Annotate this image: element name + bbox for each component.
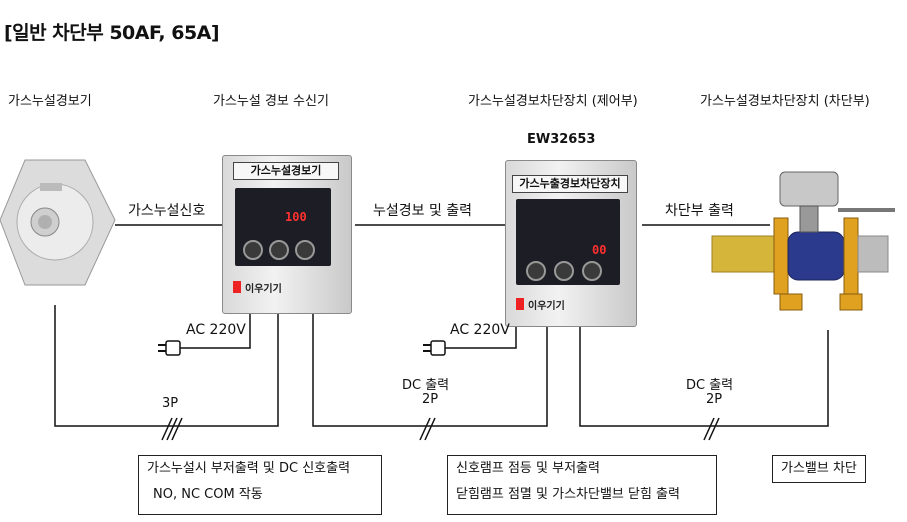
wire-loop-3 [579,325,829,427]
control-unit-device: 가스누출경보차단장치 00 이우기기 [505,160,637,327]
receiver-panel-title: 가스누설경보기 [233,162,339,180]
caption-detector: 가스누설경보기 [8,94,92,109]
note-box-control-line1: 신호램프 점등 및 부저출력 [456,461,600,476]
gas-detector-device [0,159,116,286]
wire-loop-1 [54,305,279,427]
label-output-3-line1: DC 출력 [686,378,734,393]
plug-icon-receiver [158,340,181,356]
wire-loop-2 [312,312,548,427]
caption-receiver: 가스누설 경보 수신기 [213,94,329,109]
label-output-3-line2: 2P [706,392,723,407]
label-control-power: AC 220V [450,322,510,338]
receiver-brand: 이우기기 [245,284,282,295]
control-knob-1[interactable] [526,261,546,281]
caption-control-unit: 가스누설경보차단장치 (제어부) [468,94,638,109]
receiver-device: 가스누설경보기 100 이우기기 [222,155,352,314]
control-panel-title: 가스누출경보차단장치 [512,175,628,193]
note-box-receiver: 가스누설시 부저출력 및 DC 신호출력 NO, NC COM 작동 [138,455,382,515]
receiver-knob-2[interactable] [269,240,289,260]
label-receiver-control: 누설경보 및 출력 [370,200,476,220]
receiver-knob-3[interactable] [295,240,315,260]
wire-power-receiver [180,312,251,349]
control-knob-3[interactable] [582,261,602,281]
note-box-receiver-line2: NO, NC COM 작동 [153,487,263,502]
note-box-control: 신호램프 점등 및 부저출력 닫힘램프 점멸 및 가스차단밸브 닫힘 출력 [447,455,717,515]
diagram-title: [일반 차단부 50AF, 65A] [4,22,220,44]
receiver-knob-1[interactable] [243,240,263,260]
brand-logo-icon [233,281,241,293]
control-display: 00 [592,243,607,257]
note-box-receiver-line1: 가스누설시 부저출력 및 DC 신호출력 [147,461,351,476]
wire-power-control [445,325,517,349]
label-detector-receiver: 가스누설신호 [125,200,209,220]
brand-logo-icon [516,298,524,310]
label-control-shutoff: 차단부 출력 [662,200,737,220]
label-output-2-line2: 2P [422,392,439,407]
receiver-screen: 100 [235,188,331,266]
gas-valve-shutoff-device [711,171,895,311]
label-output-1: 3P [162,396,179,411]
model-code: EW32653 [527,132,596,147]
receiver-display: 100 [285,210,307,224]
control-screen: 00 [516,199,620,285]
caption-shutoff-unit: 가스누설경보차단장치 (차단부) [700,94,870,109]
control-brand: 이우기기 [528,301,565,312]
note-box-control-line2: 닫힘램프 점멸 및 가스차단밸브 닫힘 출력 [456,487,680,502]
label-receiver-power: AC 220V [186,322,246,338]
label-output-2-line1: DC 출력 [402,378,450,393]
control-knob-2[interactable] [554,261,574,281]
plug-icon-control [423,340,446,356]
note-box-shutoff: 가스밸브 차단 [772,455,866,483]
